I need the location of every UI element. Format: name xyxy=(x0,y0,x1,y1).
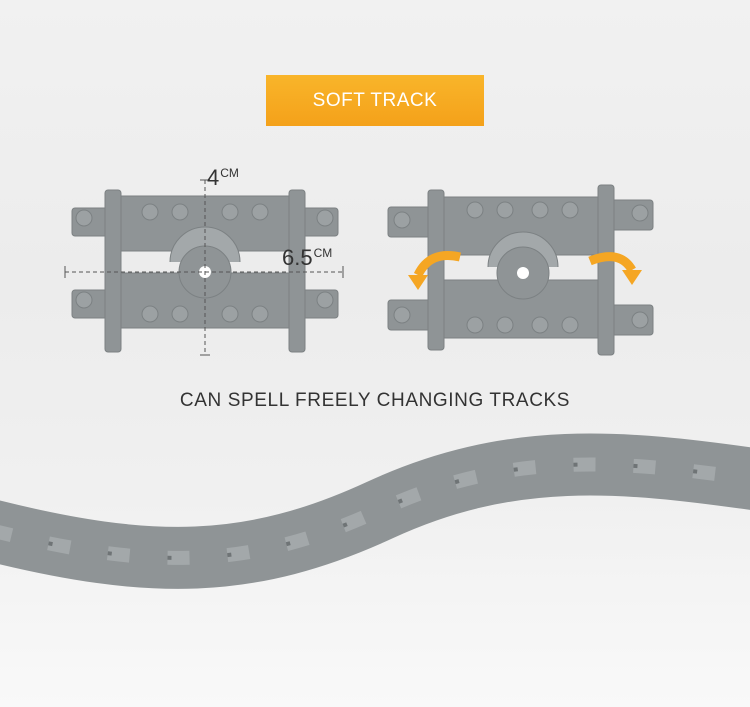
length-dimension-label: 6.5CM xyxy=(282,245,332,271)
length-unit: CM xyxy=(313,246,333,260)
track-piece-flexing xyxy=(387,184,654,356)
width-unit: CM xyxy=(220,166,239,180)
curved-track-assembly xyxy=(0,433,750,589)
width-value: 4 xyxy=(207,165,220,190)
width-dimension-label: 4CM xyxy=(207,165,239,191)
soft-track-banner: SOFT TRACK xyxy=(266,75,484,126)
length-value: 6.5 xyxy=(282,245,313,270)
track-piece-dimensioned xyxy=(64,179,344,356)
banner-label: SOFT TRACK xyxy=(312,89,438,111)
caption: CAN SPELL FREELY CHANGING TRACKS xyxy=(179,390,571,411)
